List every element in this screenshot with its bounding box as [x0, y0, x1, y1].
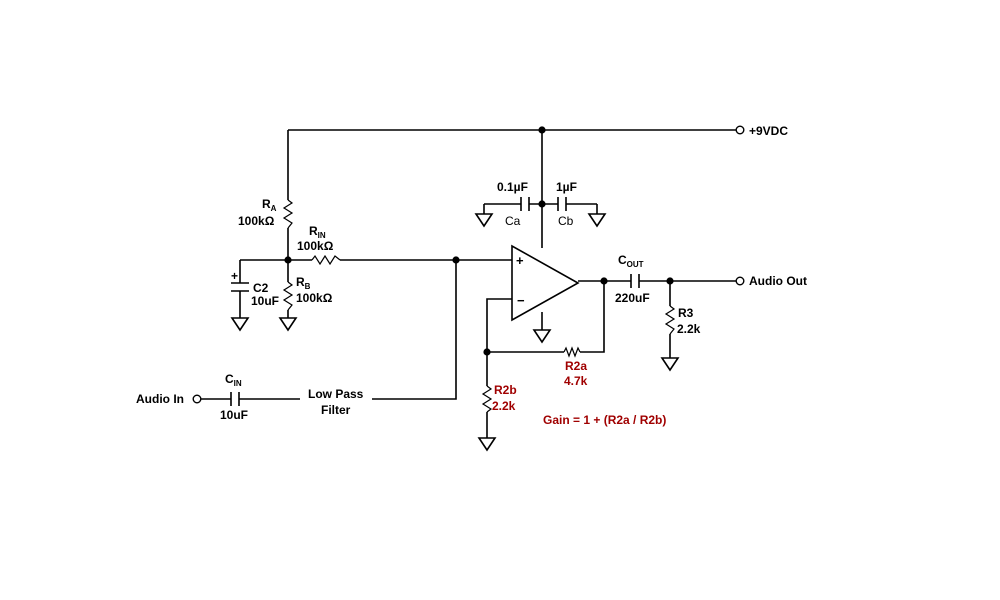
cb-capacitor-icon [557, 197, 567, 211]
rin-resistor-icon [311, 254, 341, 266]
c2-capacitor-icon [231, 282, 249, 292]
junction-dots [284, 126, 674, 356]
ground-icon [532, 329, 552, 344]
junction-dot [452, 256, 460, 264]
r2b-resistor-icon [481, 385, 493, 413]
ground-icon [474, 213, 494, 228]
r2a-name: R2a [565, 359, 587, 373]
ground-icon [230, 317, 250, 332]
r2b-value: 2.2k [492, 399, 516, 413]
input-label: Audio In [136, 392, 184, 406]
filter-label-line2: Filter [321, 403, 351, 417]
ground-icon [587, 213, 607, 228]
feedback-wire [486, 281, 605, 353]
ra-name: RA [262, 197, 277, 213]
grounds [230, 213, 680, 452]
r3-name: R3 [678, 306, 694, 320]
r3-value: 2.2k [677, 322, 701, 336]
rb-value: 100kΩ [296, 291, 333, 305]
junction-dot [600, 277, 608, 285]
r2a-value: 4.7k [564, 374, 588, 388]
ca-capacitor-icon [520, 197, 530, 211]
opamp-plus-label: + [516, 253, 524, 268]
opamp-minus-label: − [517, 293, 525, 308]
ca-name: Ca [505, 214, 521, 228]
ground-icon [660, 357, 680, 372]
resistors [282, 199, 676, 413]
input-terminal-icon [192, 394, 202, 404]
cin-capacitor-icon [230, 392, 240, 406]
cin-name: CIN [225, 372, 242, 388]
cout-value: 220uF [615, 291, 650, 305]
gain-formula: Gain = 1 + (R2a / R2b) [543, 413, 666, 427]
r3-resistor-icon [664, 305, 676, 335]
r2b-name: R2b [494, 383, 517, 397]
c2-wire [239, 259, 288, 318]
cb-value: 1µF [556, 180, 577, 194]
cout-name: COUT [618, 253, 644, 269]
rb-resistor-icon [282, 281, 294, 311]
ra-value: 100kΩ [238, 214, 275, 228]
cout-capacitor-icon [630, 274, 640, 288]
ground-icon [477, 437, 497, 452]
filter-out-wire [372, 260, 457, 400]
ra-resistor-icon [282, 199, 294, 229]
c2-polarity: + [231, 269, 238, 283]
junction-dot [538, 200, 546, 208]
filter-label-line1: Low Pass [308, 387, 364, 401]
output-label: Audio Out [749, 274, 807, 288]
supply-label: +9VDC [749, 124, 788, 138]
cin-value: 10uF [220, 408, 248, 422]
rin-name: RIN [309, 224, 326, 240]
junction-dot [284, 256, 292, 264]
output-terminal-icon [735, 276, 745, 286]
capacitors [230, 197, 640, 406]
rin-value: 100kΩ [297, 239, 334, 253]
ca-value: 0.1µF [497, 180, 528, 194]
opamp: + − [511, 244, 580, 322]
rb-name: RB [296, 275, 311, 291]
opamp-triangle-icon [511, 244, 580, 322]
junction-dot [483, 348, 491, 356]
wires [201, 129, 736, 438]
terminals [192, 125, 745, 404]
labels: +9VDC Audio Out Audio In Low Pass Filter… [136, 124, 807, 427]
c2-value: 10uF [251, 294, 279, 308]
c2-name: C2 [253, 281, 269, 295]
cb-name: Cb [558, 214, 574, 228]
junction-dot [538, 126, 546, 134]
supply-terminal-icon [735, 125, 745, 135]
r2a-resistor-icon [563, 346, 581, 358]
junction-dot [666, 277, 674, 285]
ground-icon [278, 317, 298, 332]
